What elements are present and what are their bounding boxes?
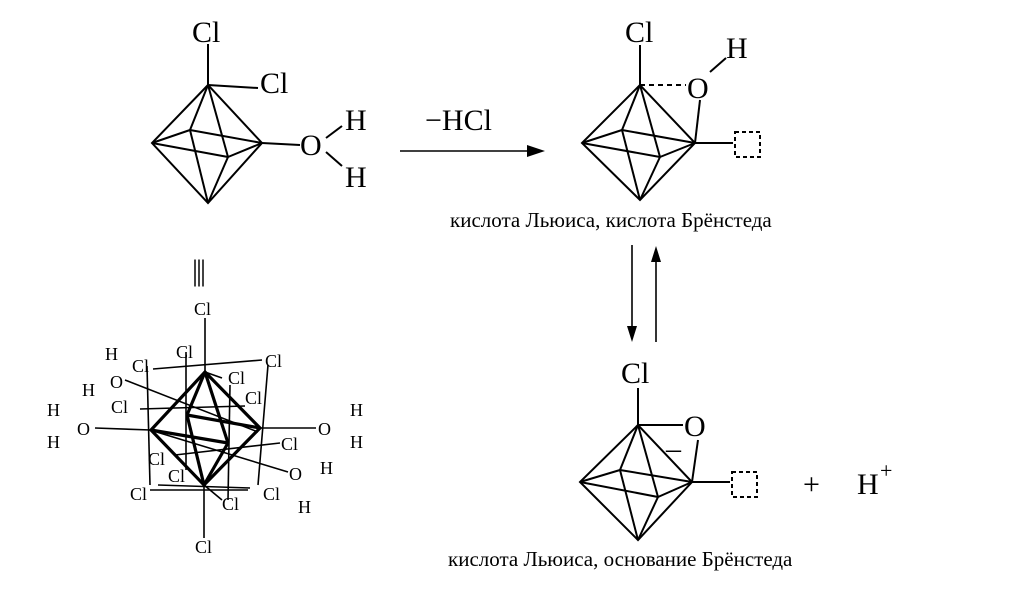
cl-label: Cl: [260, 67, 288, 100]
cl-label: Cl: [148, 449, 165, 469]
caption-bottom-right: кислота Льюиса, основание Брёнстеда: [448, 547, 793, 571]
cl-label: Cl: [176, 342, 193, 362]
cl-label: Cl: [111, 397, 128, 417]
cl-label: Cl: [130, 484, 147, 504]
cluster-lewis-acid-bronsted-base: Cl O – + H + кислота Льюиса, основание Б…: [448, 357, 892, 571]
plus-sign: +: [803, 468, 820, 501]
h-label: H: [298, 497, 311, 517]
h-label: H: [726, 32, 748, 65]
h-label: H: [47, 432, 60, 452]
cl-label: Cl: [168, 466, 185, 486]
h-label: H: [105, 344, 118, 364]
h-label: H: [350, 400, 363, 420]
h-label: H: [345, 104, 367, 137]
o-label: O: [687, 72, 709, 105]
reaction-arrow: −HCl: [400, 104, 545, 157]
o-label: O: [77, 419, 90, 439]
cluster-hydrated: Cl Cl O H H: [150, 16, 367, 205]
o-label: O: [300, 129, 322, 162]
cl-label: Cl: [228, 368, 245, 388]
negative-charge: –: [665, 432, 682, 465]
equilibrium-arrows: [627, 245, 661, 342]
cl-label: Cl: [263, 484, 280, 504]
equivalence-sign: |||: [192, 254, 204, 287]
cl-label: Cl: [192, 16, 220, 49]
caption-top-right: кислота Льюиса, кислота Брёнстеда: [450, 208, 772, 232]
h-label: H: [320, 458, 333, 478]
proton-charge: +: [880, 458, 892, 483]
cl-label: Cl: [195, 537, 212, 557]
cl-label: Cl: [194, 299, 211, 319]
o-label: O: [289, 464, 302, 484]
cluster-lewis-bronsted-acid: Cl O H кислота Льюиса, кислота Брёнстеда: [450, 16, 772, 232]
h-label: H: [350, 432, 363, 452]
cl-label: Cl: [281, 434, 298, 454]
cl-label: Cl: [245, 388, 262, 408]
cl-label: Cl: [625, 16, 653, 49]
cl-label: Cl: [222, 494, 239, 514]
h-label: H: [82, 380, 95, 400]
h-label: H: [345, 161, 367, 194]
h-label: H: [47, 400, 60, 420]
cl-label: Cl: [621, 357, 649, 390]
proton-label: H: [857, 468, 879, 501]
octahedron: [150, 44, 343, 205]
o-label: O: [684, 410, 706, 443]
cl-label: Cl: [132, 356, 149, 376]
cl-label: Cl: [265, 351, 282, 371]
cluster-full-structure: Cl Cl Cl Cl Cl Cl Cl Cl Cl Cl Cl Cl Cl C…: [47, 299, 363, 557]
arrow-label: −HCl: [425, 104, 492, 137]
o-label: O: [110, 372, 123, 392]
o-label: O: [318, 419, 331, 439]
